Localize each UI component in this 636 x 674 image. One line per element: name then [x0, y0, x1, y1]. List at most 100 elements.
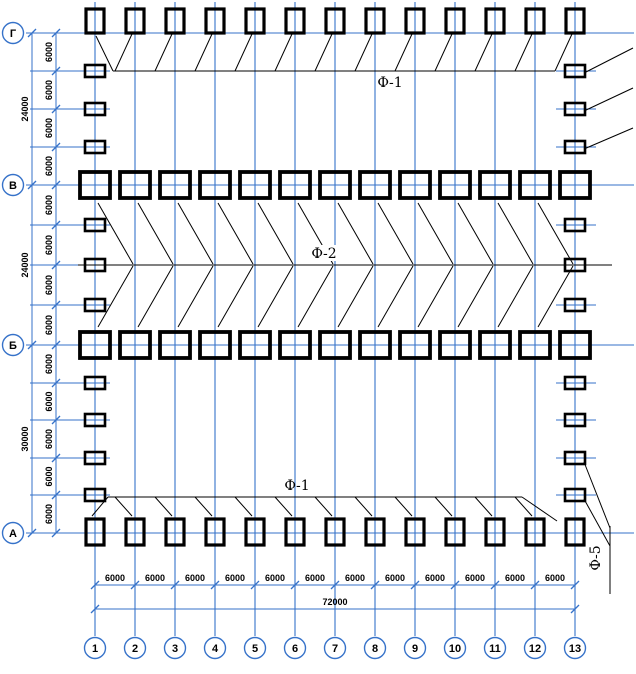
dimension-label-bottom-total: 72000	[322, 597, 347, 607]
foundation-side-left	[83, 101, 107, 117]
dimension-label-bottom-segment: 6000	[185, 573, 205, 583]
foundation-bottom-row	[484, 517, 506, 547]
foundation-side-right	[563, 217, 587, 233]
foundation-type-label-f2: Ф-2	[311, 246, 336, 262]
foundation-side-right	[563, 412, 587, 428]
foundation-top-row	[324, 7, 346, 35]
foundation-bottom-row	[524, 517, 546, 547]
dimension-tick	[170, 580, 180, 590]
leader-chevron-f2-upper	[497, 202, 534, 265]
leader-chevron-f2-lower	[97, 265, 134, 328]
dimension-tick	[51, 260, 61, 270]
dimension-label-bottom-segment: 6000	[145, 573, 165, 583]
leader-chevron-f2-lower	[217, 265, 254, 328]
foundation-side-left	[83, 487, 107, 503]
leader-diagonal-f1-bottom	[274, 496, 293, 517]
foundation-top-row	[564, 7, 586, 35]
foundation-top-row	[164, 7, 186, 35]
leader-diagonal-f1-top	[474, 33, 493, 72]
dimension-tick	[370, 580, 380, 590]
column-axis-bubble	[243, 636, 267, 660]
dimension-label-bottom-segment: 6000	[465, 573, 485, 583]
foundation-bottom-row	[364, 517, 386, 547]
leader-diagonal-f1-bottom	[114, 496, 133, 517]
leader-chevron-f2-lower	[257, 265, 294, 328]
foundation-side-right	[563, 101, 587, 117]
leader-diagonal-f1-bottom	[474, 496, 493, 517]
foundation-row-v	[238, 170, 272, 200]
dimension-label-left-inner: 6000	[44, 235, 54, 255]
dimension-label-bottom-segment: 6000	[305, 573, 325, 583]
dimension-tick	[27, 528, 37, 538]
foundation-row-v	[278, 170, 312, 200]
leader-chevron-f2-lower	[537, 265, 574, 328]
foundation-side-left	[83, 297, 107, 313]
dimension-tick	[290, 580, 300, 590]
leader-chevron-f2-lower	[457, 265, 494, 328]
dimension-label-left-inner: 6000	[44, 315, 54, 335]
column-axis-label: 7	[332, 643, 338, 655]
foundation-row-v	[398, 170, 432, 200]
foundation-bottom-row	[204, 517, 226, 547]
leader-diagonal-f5	[583, 87, 634, 112]
column-axis-bubble	[283, 636, 307, 660]
column-axis-label: 3	[172, 643, 178, 655]
dimension-tick	[51, 220, 61, 230]
column-axis-label: 11	[489, 643, 501, 655]
leader-diagonal-f1-bottom	[514, 496, 533, 517]
leader-chevron-f2-lower	[297, 265, 334, 328]
leader-diagonal-f1-top	[314, 33, 333, 72]
dimension-tick	[27, 28, 37, 38]
dimension-label-bottom-segment: 6000	[505, 573, 525, 583]
foundation-row-b	[558, 330, 592, 360]
row-axis-bubble	[1, 521, 25, 545]
leader-diagonal-f1-bottom	[394, 496, 413, 517]
leader-chevron-f2-upper	[257, 202, 294, 265]
dimension-tick	[490, 580, 500, 590]
dimension-tick	[410, 580, 420, 590]
dimension-tick	[330, 580, 340, 590]
row-axis-label: В	[9, 180, 17, 192]
foundation-bottom-row	[284, 517, 306, 547]
foundation-row-v	[438, 170, 472, 200]
foundation-side-left	[83, 450, 107, 466]
foundation-top-row	[124, 7, 146, 35]
leader-chevron-f2-lower	[137, 265, 174, 328]
column-axis-bubble	[443, 636, 467, 660]
leader-diagonal-f5	[583, 461, 611, 529]
column-axis-bubble	[163, 636, 187, 660]
leader-diagonal-f1-top	[194, 33, 213, 72]
foundation-row-b	[358, 330, 392, 360]
dimension-tick	[51, 378, 61, 388]
leader-chevron-f2-upper	[377, 202, 414, 265]
foundation-type-label-f1-bottom: Ф-1	[284, 478, 309, 494]
foundation-side-left	[83, 217, 107, 233]
foundation-side-right	[563, 63, 587, 79]
dimension-tick	[51, 528, 61, 538]
dimension-tick	[51, 142, 61, 152]
foundation-bottom-row	[444, 517, 466, 547]
foundation-top-row	[484, 7, 506, 35]
dimension-tick	[51, 66, 61, 76]
dimension-tick	[51, 453, 61, 463]
foundation-bottom-row	[324, 517, 346, 547]
dimension-tick	[51, 104, 61, 114]
dimension-tick	[450, 580, 460, 590]
foundation-row-v	[318, 170, 352, 200]
foundation-row-v	[518, 170, 552, 200]
foundation-side-right	[563, 487, 587, 503]
dimension-label-left-inner: 6000	[44, 275, 54, 295]
dimension-label-bottom-segment: 6000	[425, 573, 445, 583]
foundation-row-b	[318, 330, 352, 360]
foundation-bottom-row	[564, 517, 586, 547]
column-axis-bubble	[123, 636, 147, 660]
column-axis-bubble	[403, 636, 427, 660]
leader-diagonal-f1-top	[274, 33, 293, 72]
foundation-bottom-row	[124, 517, 146, 547]
dimension-tick	[130, 580, 140, 590]
leader-diagonal-f1-bottom	[234, 496, 253, 517]
leader-diagonal-f1-top	[95, 35, 114, 72]
row-axis-label: Г	[10, 28, 17, 40]
foundation-row-b	[398, 330, 432, 360]
leader-diagonal-f1-top	[154, 33, 173, 72]
